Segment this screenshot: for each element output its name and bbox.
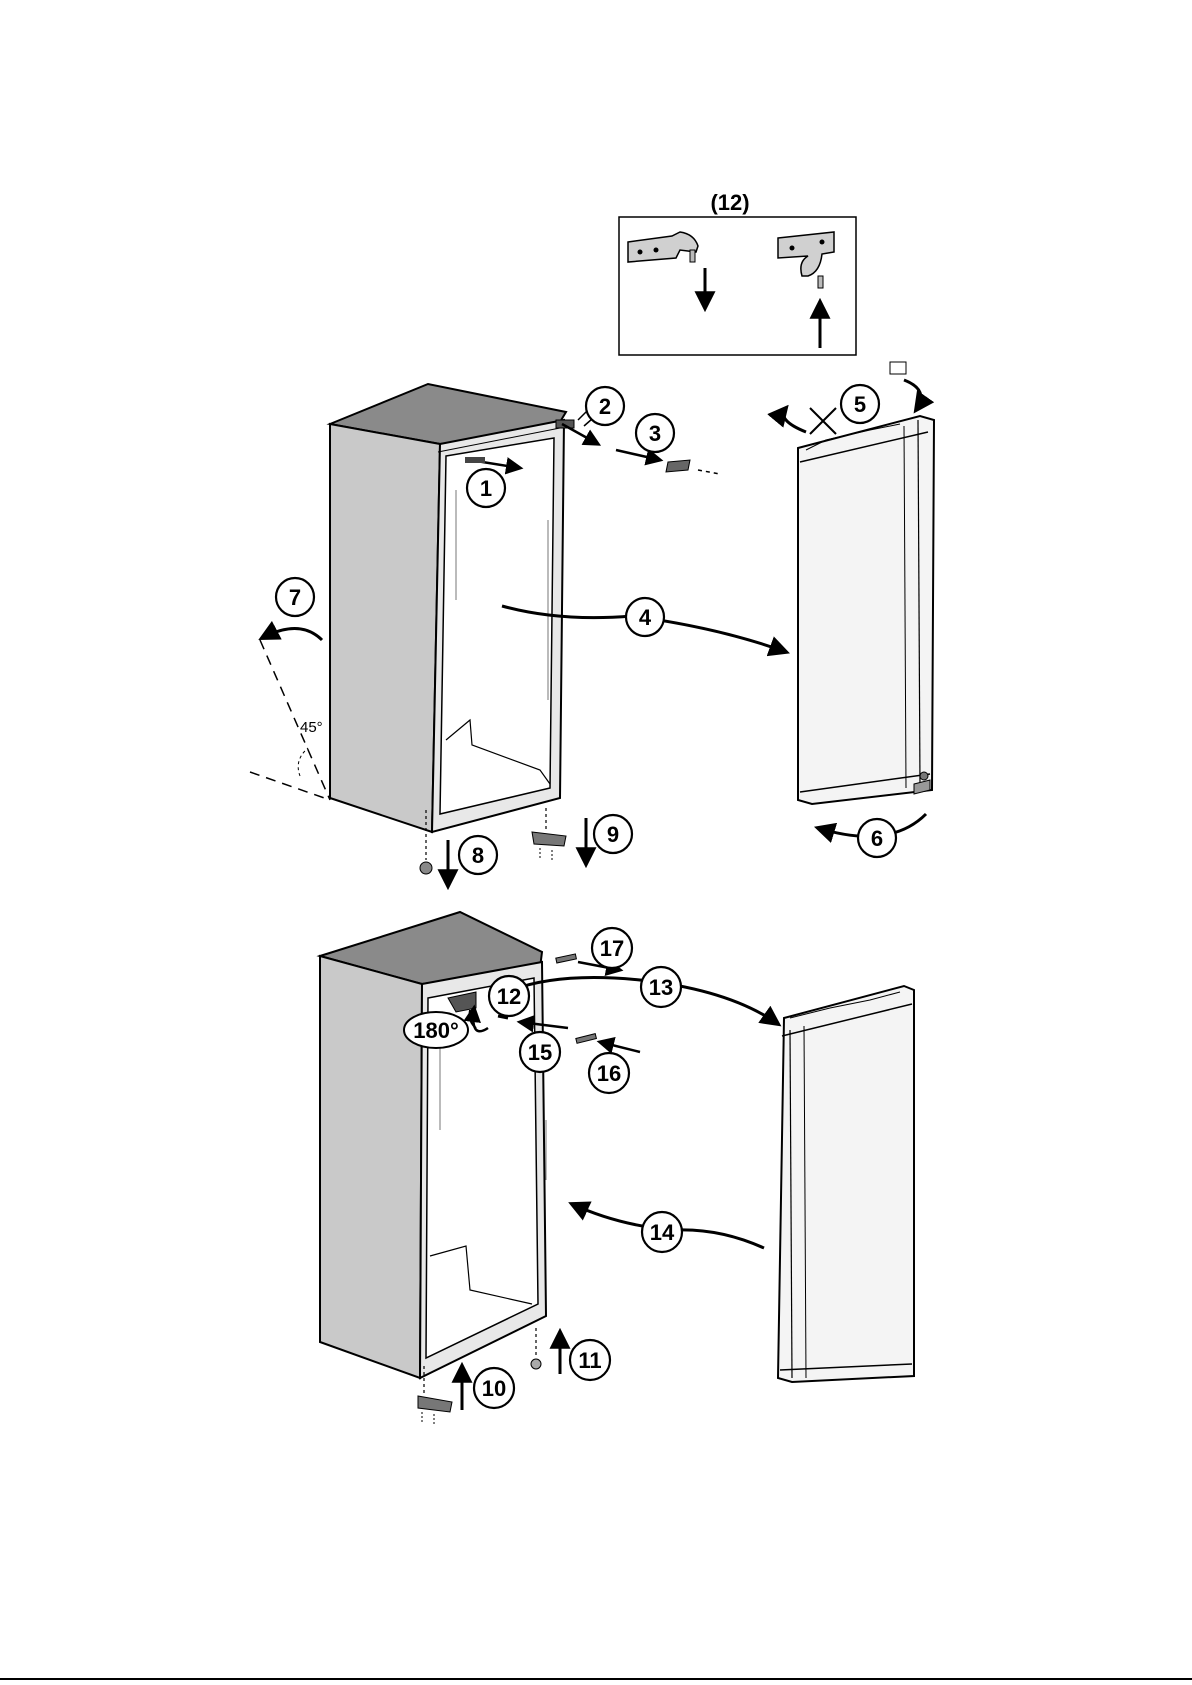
- svg-text:5: 5: [854, 392, 866, 417]
- tilt-guide: 45°: [250, 628, 330, 800]
- step-badge-16: 16: [589, 1053, 629, 1093]
- svg-text:7: 7: [289, 585, 301, 610]
- step-badge-10: 10: [474, 1368, 514, 1408]
- svg-text:17: 17: [600, 936, 624, 961]
- svg-text:10: 10: [482, 1376, 506, 1401]
- svg-text:13: 13: [649, 975, 673, 1000]
- step-badge-8: 8: [459, 836, 497, 874]
- angle-label: 45°: [300, 719, 323, 736]
- svg-text:1: 1: [480, 476, 492, 501]
- svg-text:16: 16: [597, 1061, 621, 1086]
- svg-text:8: 8: [472, 843, 484, 868]
- hinge-inset: (12): [619, 190, 856, 355]
- step-badge-13: 13: [641, 967, 681, 1007]
- step-badge-2: 2: [586, 387, 624, 425]
- cabinet-upper: [330, 384, 574, 832]
- step-badge-9: 9: [594, 815, 632, 853]
- door-upper: [784, 362, 935, 836]
- rotation-label: 180°: [413, 1018, 459, 1043]
- step-badge-5: 5: [841, 385, 879, 423]
- step-badge-11: 11: [570, 1340, 610, 1380]
- svg-text:9: 9: [607, 822, 619, 847]
- step-badge-15: 15: [520, 1032, 560, 1072]
- step-badge-7: 7: [276, 578, 314, 616]
- svg-text:15: 15: [528, 1040, 552, 1065]
- svg-text:12: 12: [497, 984, 521, 1009]
- page-bottom-rule: [0, 1678, 1192, 1680]
- inset-caption: (12): [710, 190, 749, 215]
- step-badge-3: 3: [636, 414, 674, 452]
- svg-text:11: 11: [578, 1348, 601, 1373]
- step-badge-1: 1: [467, 469, 505, 507]
- svg-text:2: 2: [599, 394, 611, 419]
- step-badge-12: 12: [489, 976, 529, 1016]
- step-badge-17: 17: [592, 928, 632, 968]
- step-badge-14: 14: [642, 1212, 682, 1252]
- svg-text:6: 6: [871, 826, 883, 851]
- step-badge-6: 6: [858, 819, 896, 857]
- door-lower: [778, 986, 914, 1382]
- svg-text:14: 14: [650, 1220, 675, 1245]
- svg-text:4: 4: [639, 605, 652, 630]
- svg-text:3: 3: [649, 421, 661, 446]
- step-badge-4: 4: [626, 598, 664, 636]
